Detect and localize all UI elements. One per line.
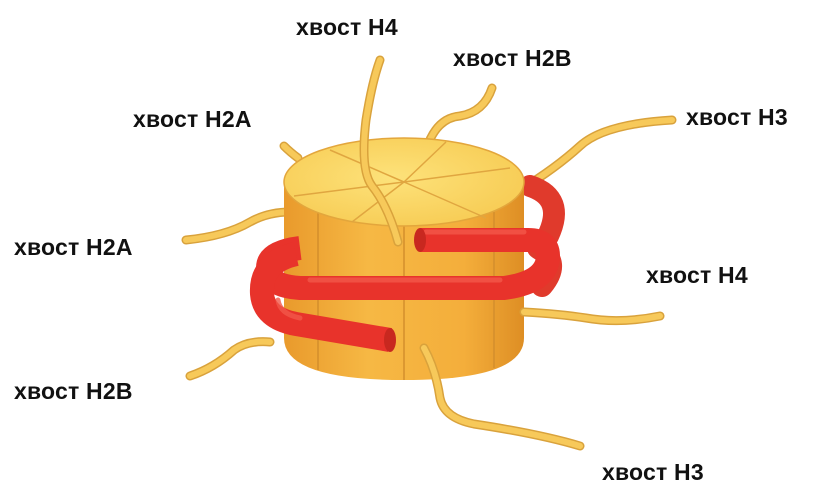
label-tail-h3-bottom: хвост H3 — [602, 461, 704, 484]
dna-end-bottom — [384, 328, 396, 352]
label-tail-h4-top: хвост H4 — [296, 16, 398, 39]
label-tail-h2b-left: хвост H2B — [14, 380, 133, 403]
tail-h2a-left-inner — [186, 212, 290, 240]
label-tail-h2a-left: хвост H2A — [14, 236, 133, 259]
label-tail-h2b-top: хвост H2B — [453, 47, 572, 70]
tail-h4-right-inner — [524, 312, 660, 321]
label-tail-h2a-top: хвост H2A — [133, 108, 252, 131]
label-tail-h3-right: хвост H3 — [686, 106, 788, 129]
label-tail-h4-right: хвост H4 — [646, 264, 748, 287]
dna-end-top — [414, 228, 426, 252]
